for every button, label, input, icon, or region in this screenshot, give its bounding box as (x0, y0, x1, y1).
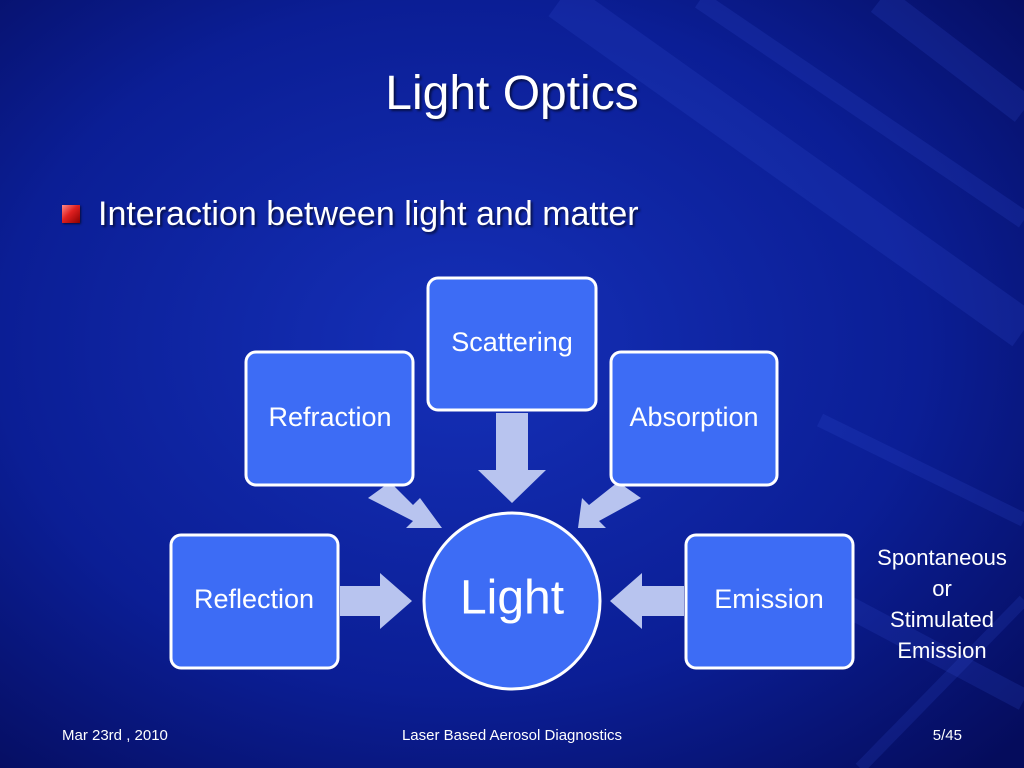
arrow-refraction-to-light (368, 482, 442, 528)
bullet-item: Interaction between light and matter (62, 190, 639, 238)
bullet-square-icon (62, 205, 80, 223)
arrow-emission-to-light (610, 573, 684, 629)
footer-date: Mar 23rd , 2010 (62, 727, 168, 744)
absorption-label: Absorption (629, 402, 758, 432)
arrow-absorption-to-light (578, 482, 641, 528)
slide-title: Light Optics (385, 67, 639, 120)
emission-note: Spontaneous or Stimulated Emission (862, 542, 1022, 666)
reflection-box (169, 533, 340, 670)
arrow-reflection-to-light (340, 573, 412, 629)
footer-title: Laser Based Aerosol Diagnostics (401, 727, 623, 744)
emission-note-line: Emission (897, 638, 987, 663)
arrow-scattering-to-light (478, 413, 546, 503)
bullet-text: Interaction between light and matter (98, 194, 639, 233)
scattering-box (426, 276, 598, 412)
emission-note-line: or (932, 576, 952, 601)
light-label: Light (460, 572, 564, 625)
scattering-label: Scattering (451, 327, 573, 357)
reflection-label: Reflection (194, 584, 314, 614)
emission-note-line: Spontaneous (877, 545, 1007, 570)
absorption-box (609, 350, 779, 487)
refraction-label: Refraction (268, 402, 391, 432)
footer-page-number: 5/45 (932, 727, 962, 744)
light-circle (422, 511, 602, 691)
emission-box (684, 533, 855, 670)
emission-note-line: Stimulated (890, 607, 994, 632)
refraction-box (244, 350, 415, 487)
emission-label: Emission (714, 584, 824, 614)
